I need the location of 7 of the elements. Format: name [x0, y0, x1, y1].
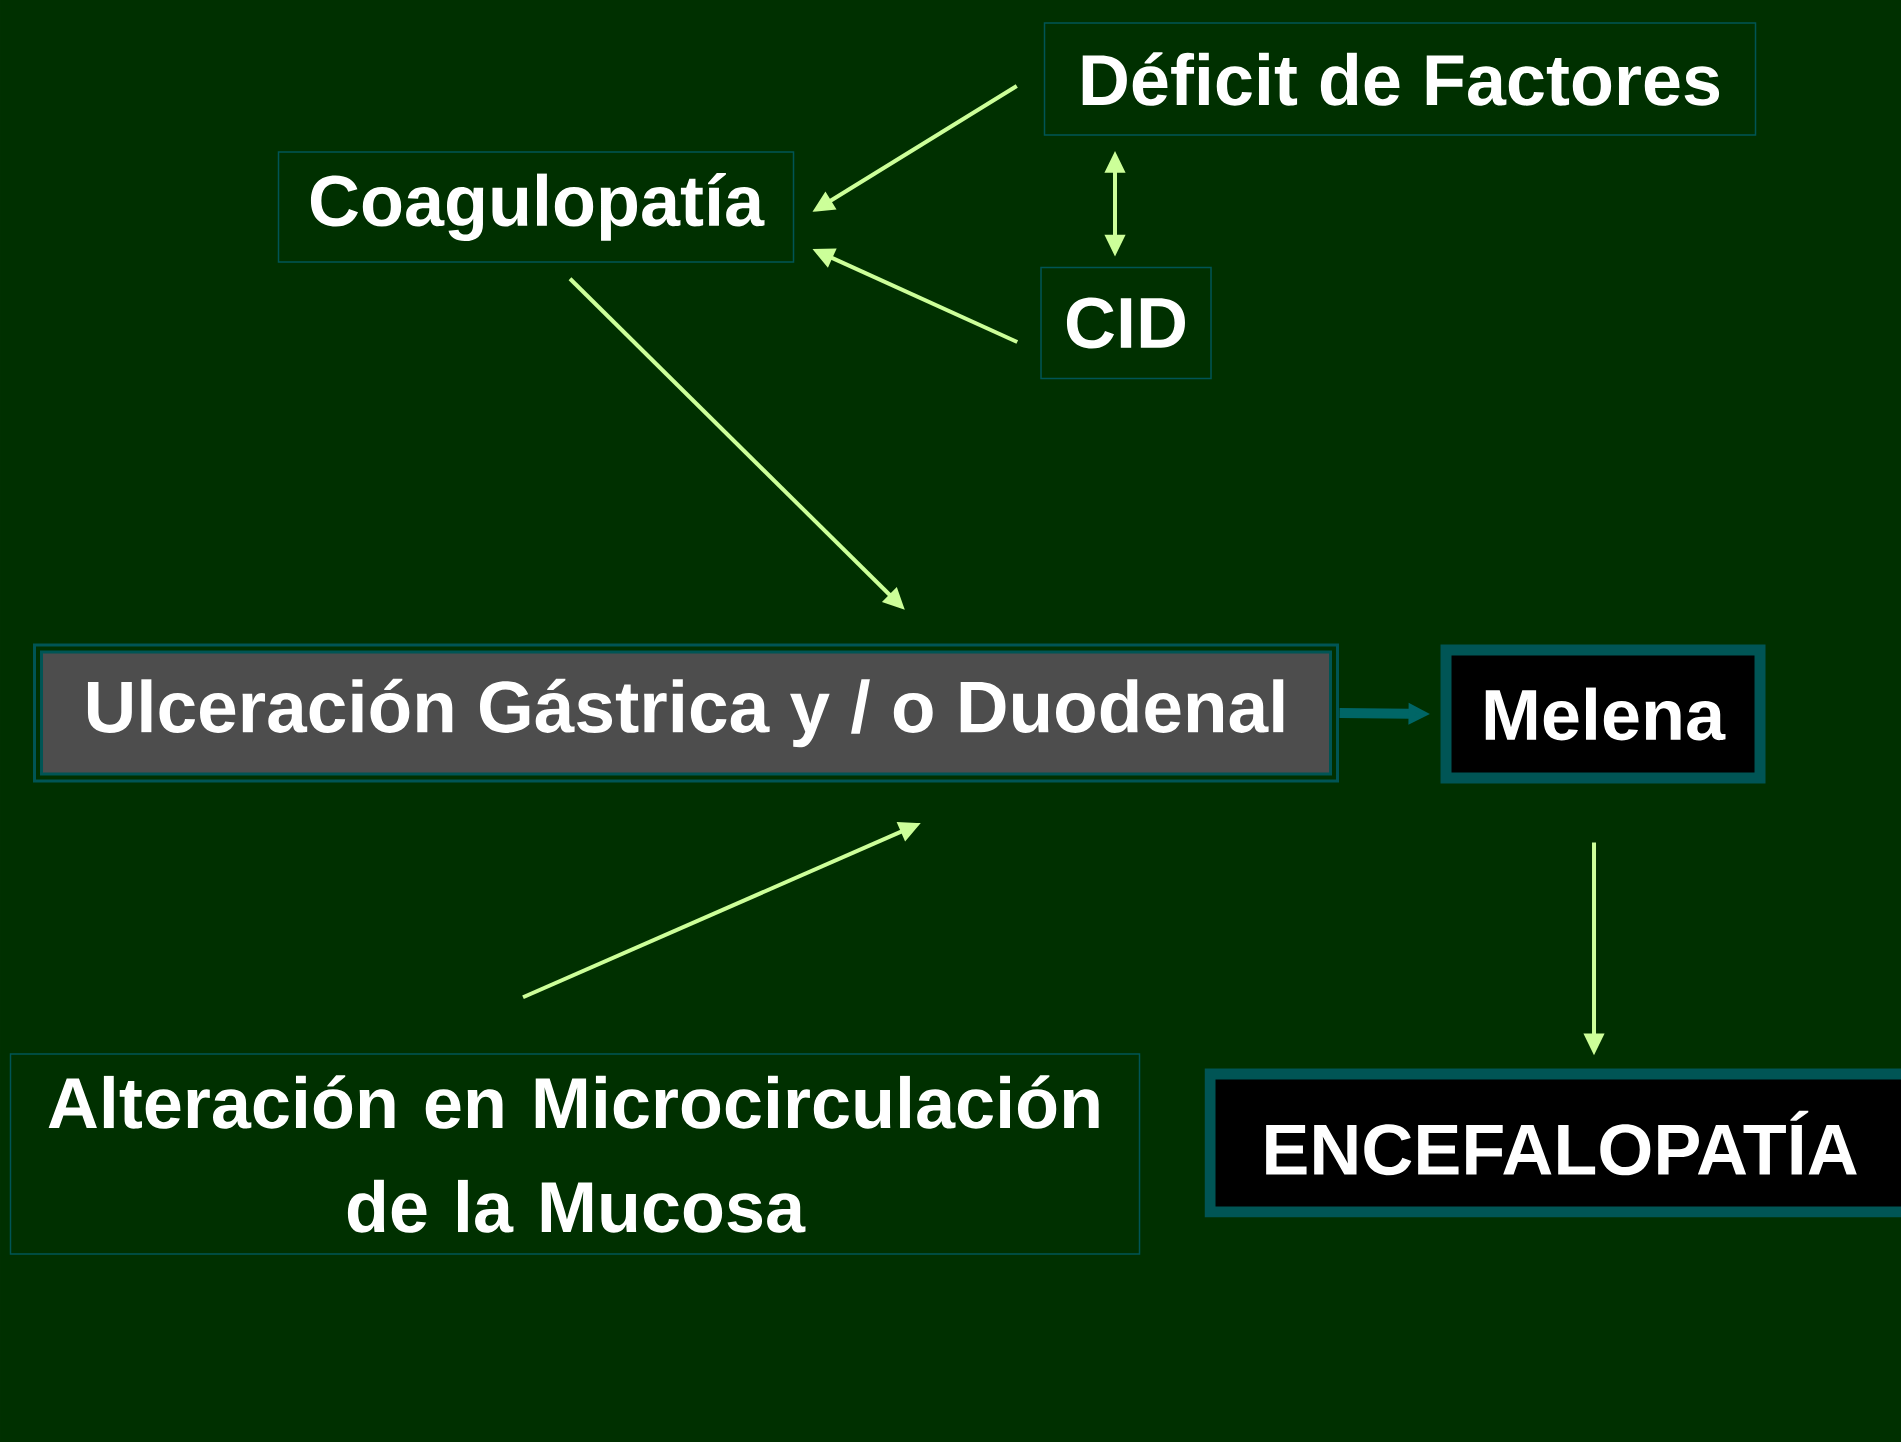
label-box: Coagulopatía — [277, 151, 795, 263]
label-box: CID — [1040, 266, 1212, 380]
label-box: Alteración en Microcirculación de la Mucosa — [9, 1053, 1141, 1255]
highlight-box: Ulceración Gástrica y / o Duodenal — [33, 643, 1339, 783]
label-box: Déficit de Factores — [1043, 22, 1757, 136]
outcome-box: Melena — [1440, 644, 1766, 784]
outcome-box: ENCEFALOPATÍA — [1204, 1068, 1901, 1218]
